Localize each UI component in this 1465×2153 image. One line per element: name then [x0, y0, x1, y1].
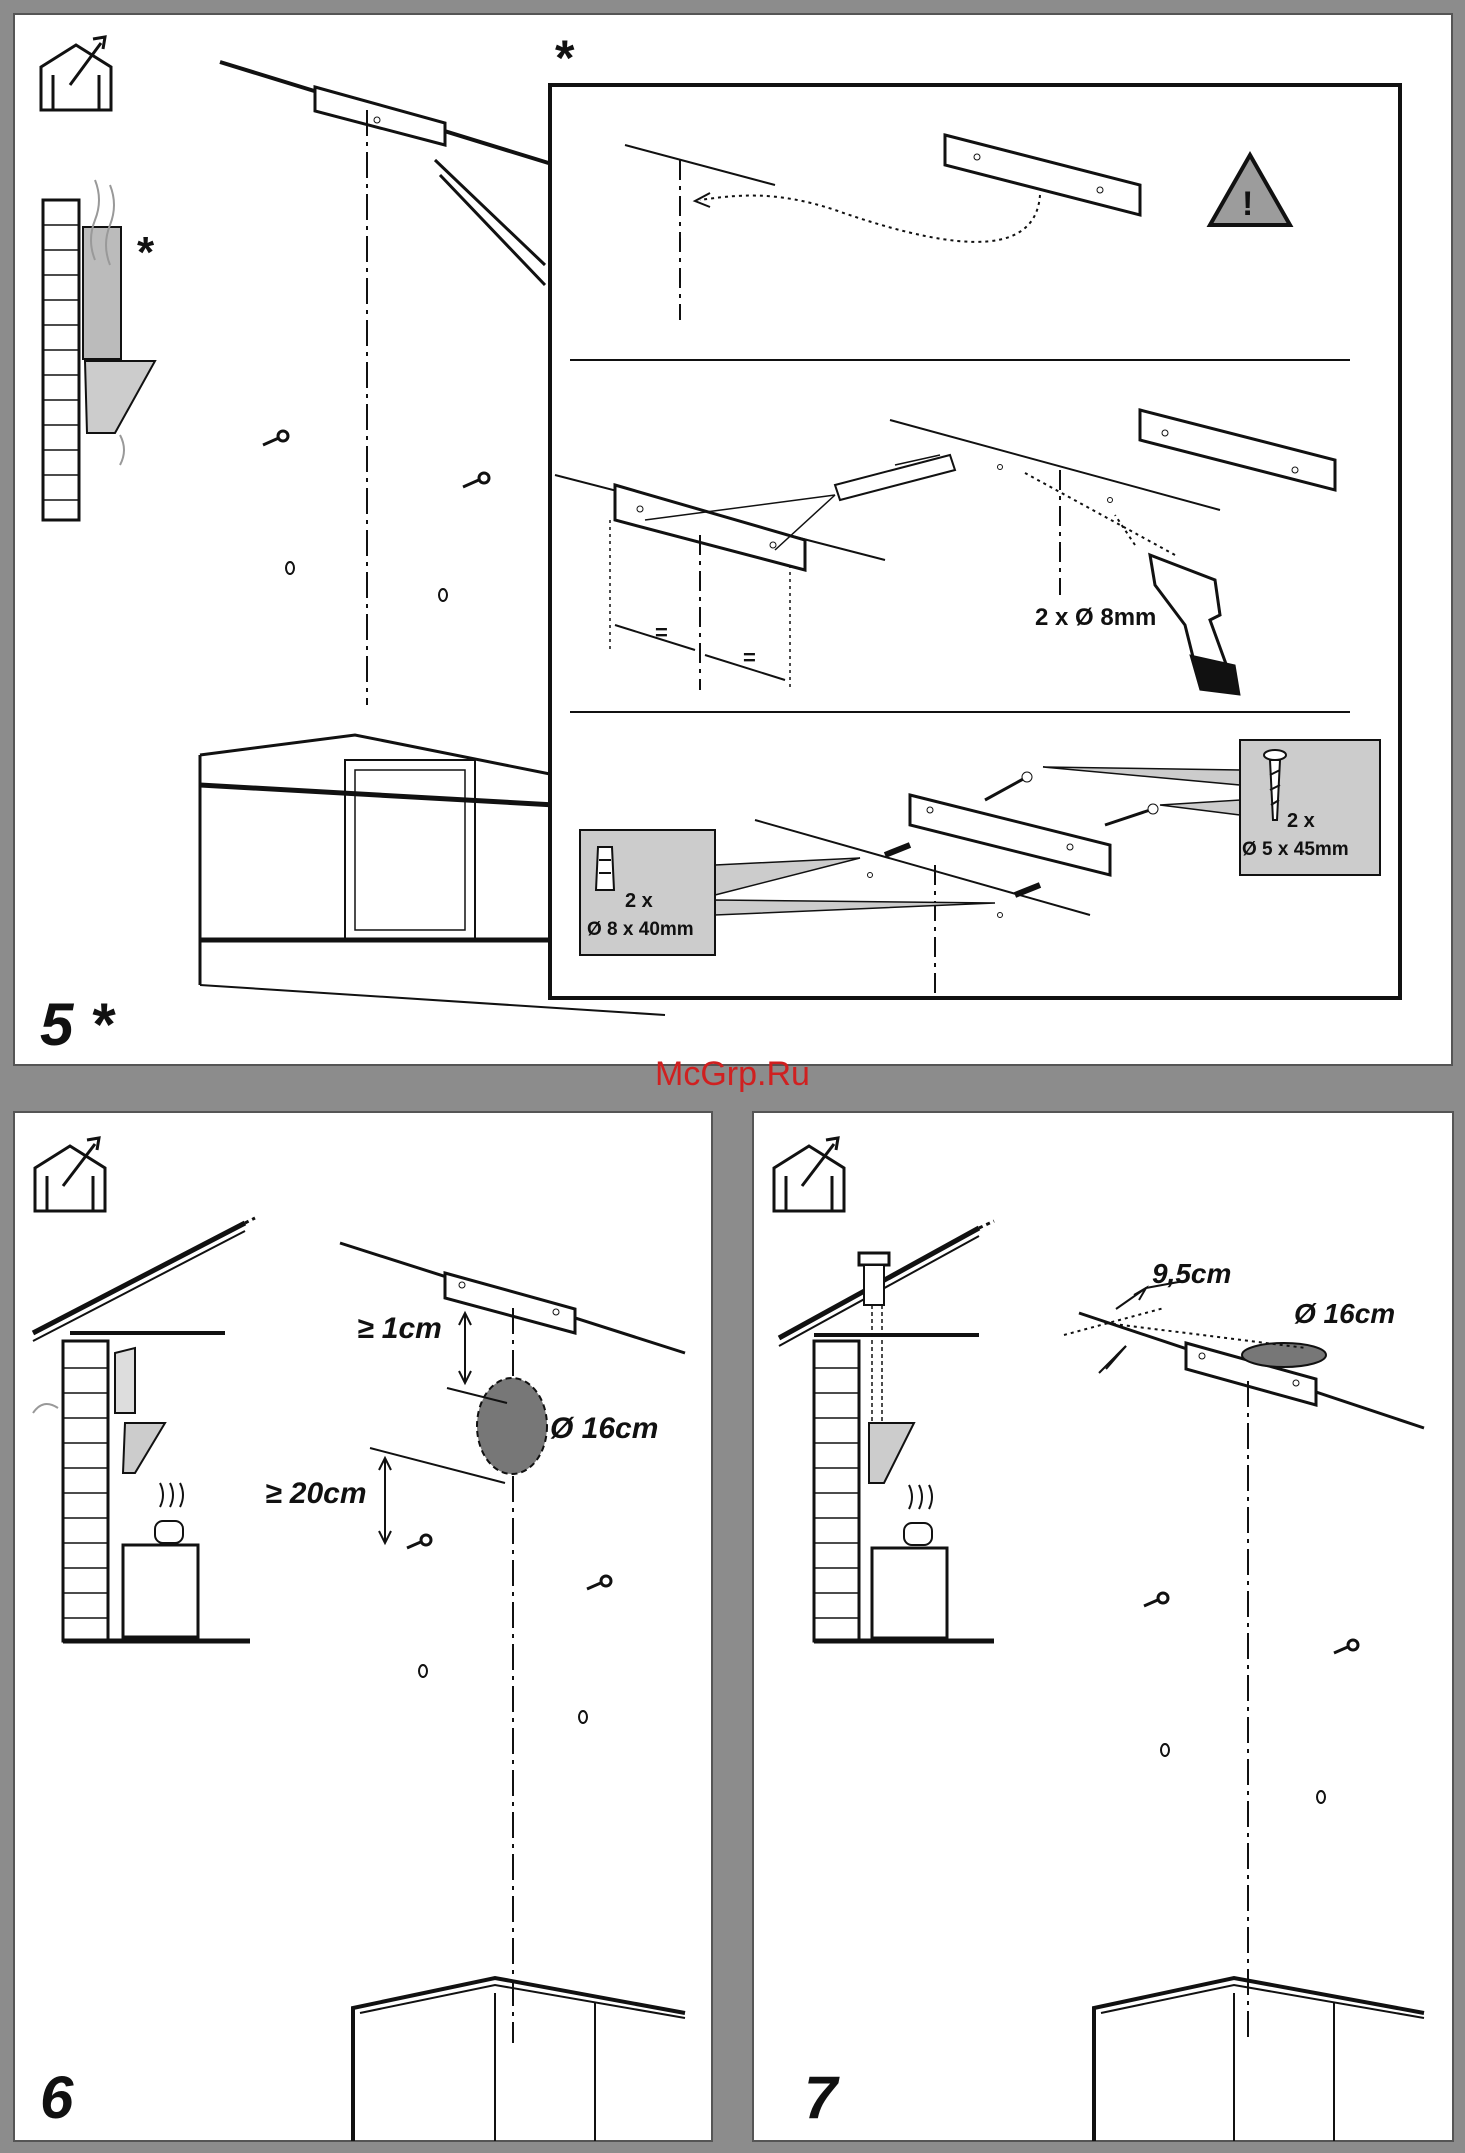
house-vent-icon [41, 37, 111, 110]
wall-cabinet [1094, 1978, 1424, 2141]
ceiling-bracket [220, 62, 555, 705]
wall-plug-icon [596, 847, 614, 890]
house-section-illustration [779, 1221, 994, 1641]
hole-diameter-label: Ø 16cm [1294, 1298, 1395, 1329]
optional-star: * [137, 228, 155, 277]
offset-label: 9,5cm [1152, 1258, 1231, 1289]
equal-left-label: = [655, 620, 668, 645]
screw-qty: 2 x [1287, 810, 1315, 832]
wall-hole [1161, 1744, 1325, 1803]
panel-step-7: 9,5cm Ø 16cm 7 [752, 1111, 1454, 2142]
step-number: 6 [40, 2064, 74, 2131]
panel-step-5: * [13, 13, 1453, 1066]
step-number: 5 * [40, 991, 116, 1058]
house-vent-icon [35, 1138, 105, 1211]
min-gap-bottom-label: ≥ 20cm [265, 1477, 367, 1510]
plug-size: Ø 8 x 40mm [587, 919, 694, 940]
ceiling-bracket [1079, 1313, 1424, 2043]
wall-hole [419, 1665, 587, 1723]
detail-box: * ! [550, 30, 1400, 1000]
screw-size: Ø 5 x 45mm [1242, 839, 1349, 860]
svg-text:!: ! [1242, 185, 1253, 223]
detail-star: * [555, 30, 575, 86]
house-section-illustration [33, 1218, 255, 1641]
hole-diameter-label: Ø 16cm [550, 1412, 658, 1445]
wall-cabinet [353, 1978, 685, 2141]
duct-hole [477, 1378, 547, 1474]
wall-screw-icon [263, 431, 489, 487]
min-gap-top-label: ≥ 1cm [357, 1312, 442, 1345]
wall-screw-icon [407, 1535, 611, 1589]
ceiling-bracket [340, 1243, 685, 2043]
duct-hole [1242, 1343, 1326, 1367]
house-vent-icon [774, 1138, 844, 1211]
wall-screw-icon [1144, 1593, 1358, 1653]
watermark: McGrp.Ru [0, 1055, 1465, 1094]
plug-qty: 2 x [625, 890, 653, 912]
panel-step-6: ≥ 1cm ≥ 20cm Ø 16cm 6 [13, 1111, 713, 2142]
step-number: 7 [804, 2064, 840, 2131]
drill-size-label: 2 x Ø 8mm [1035, 604, 1156, 631]
equal-right-label: = [743, 645, 756, 670]
